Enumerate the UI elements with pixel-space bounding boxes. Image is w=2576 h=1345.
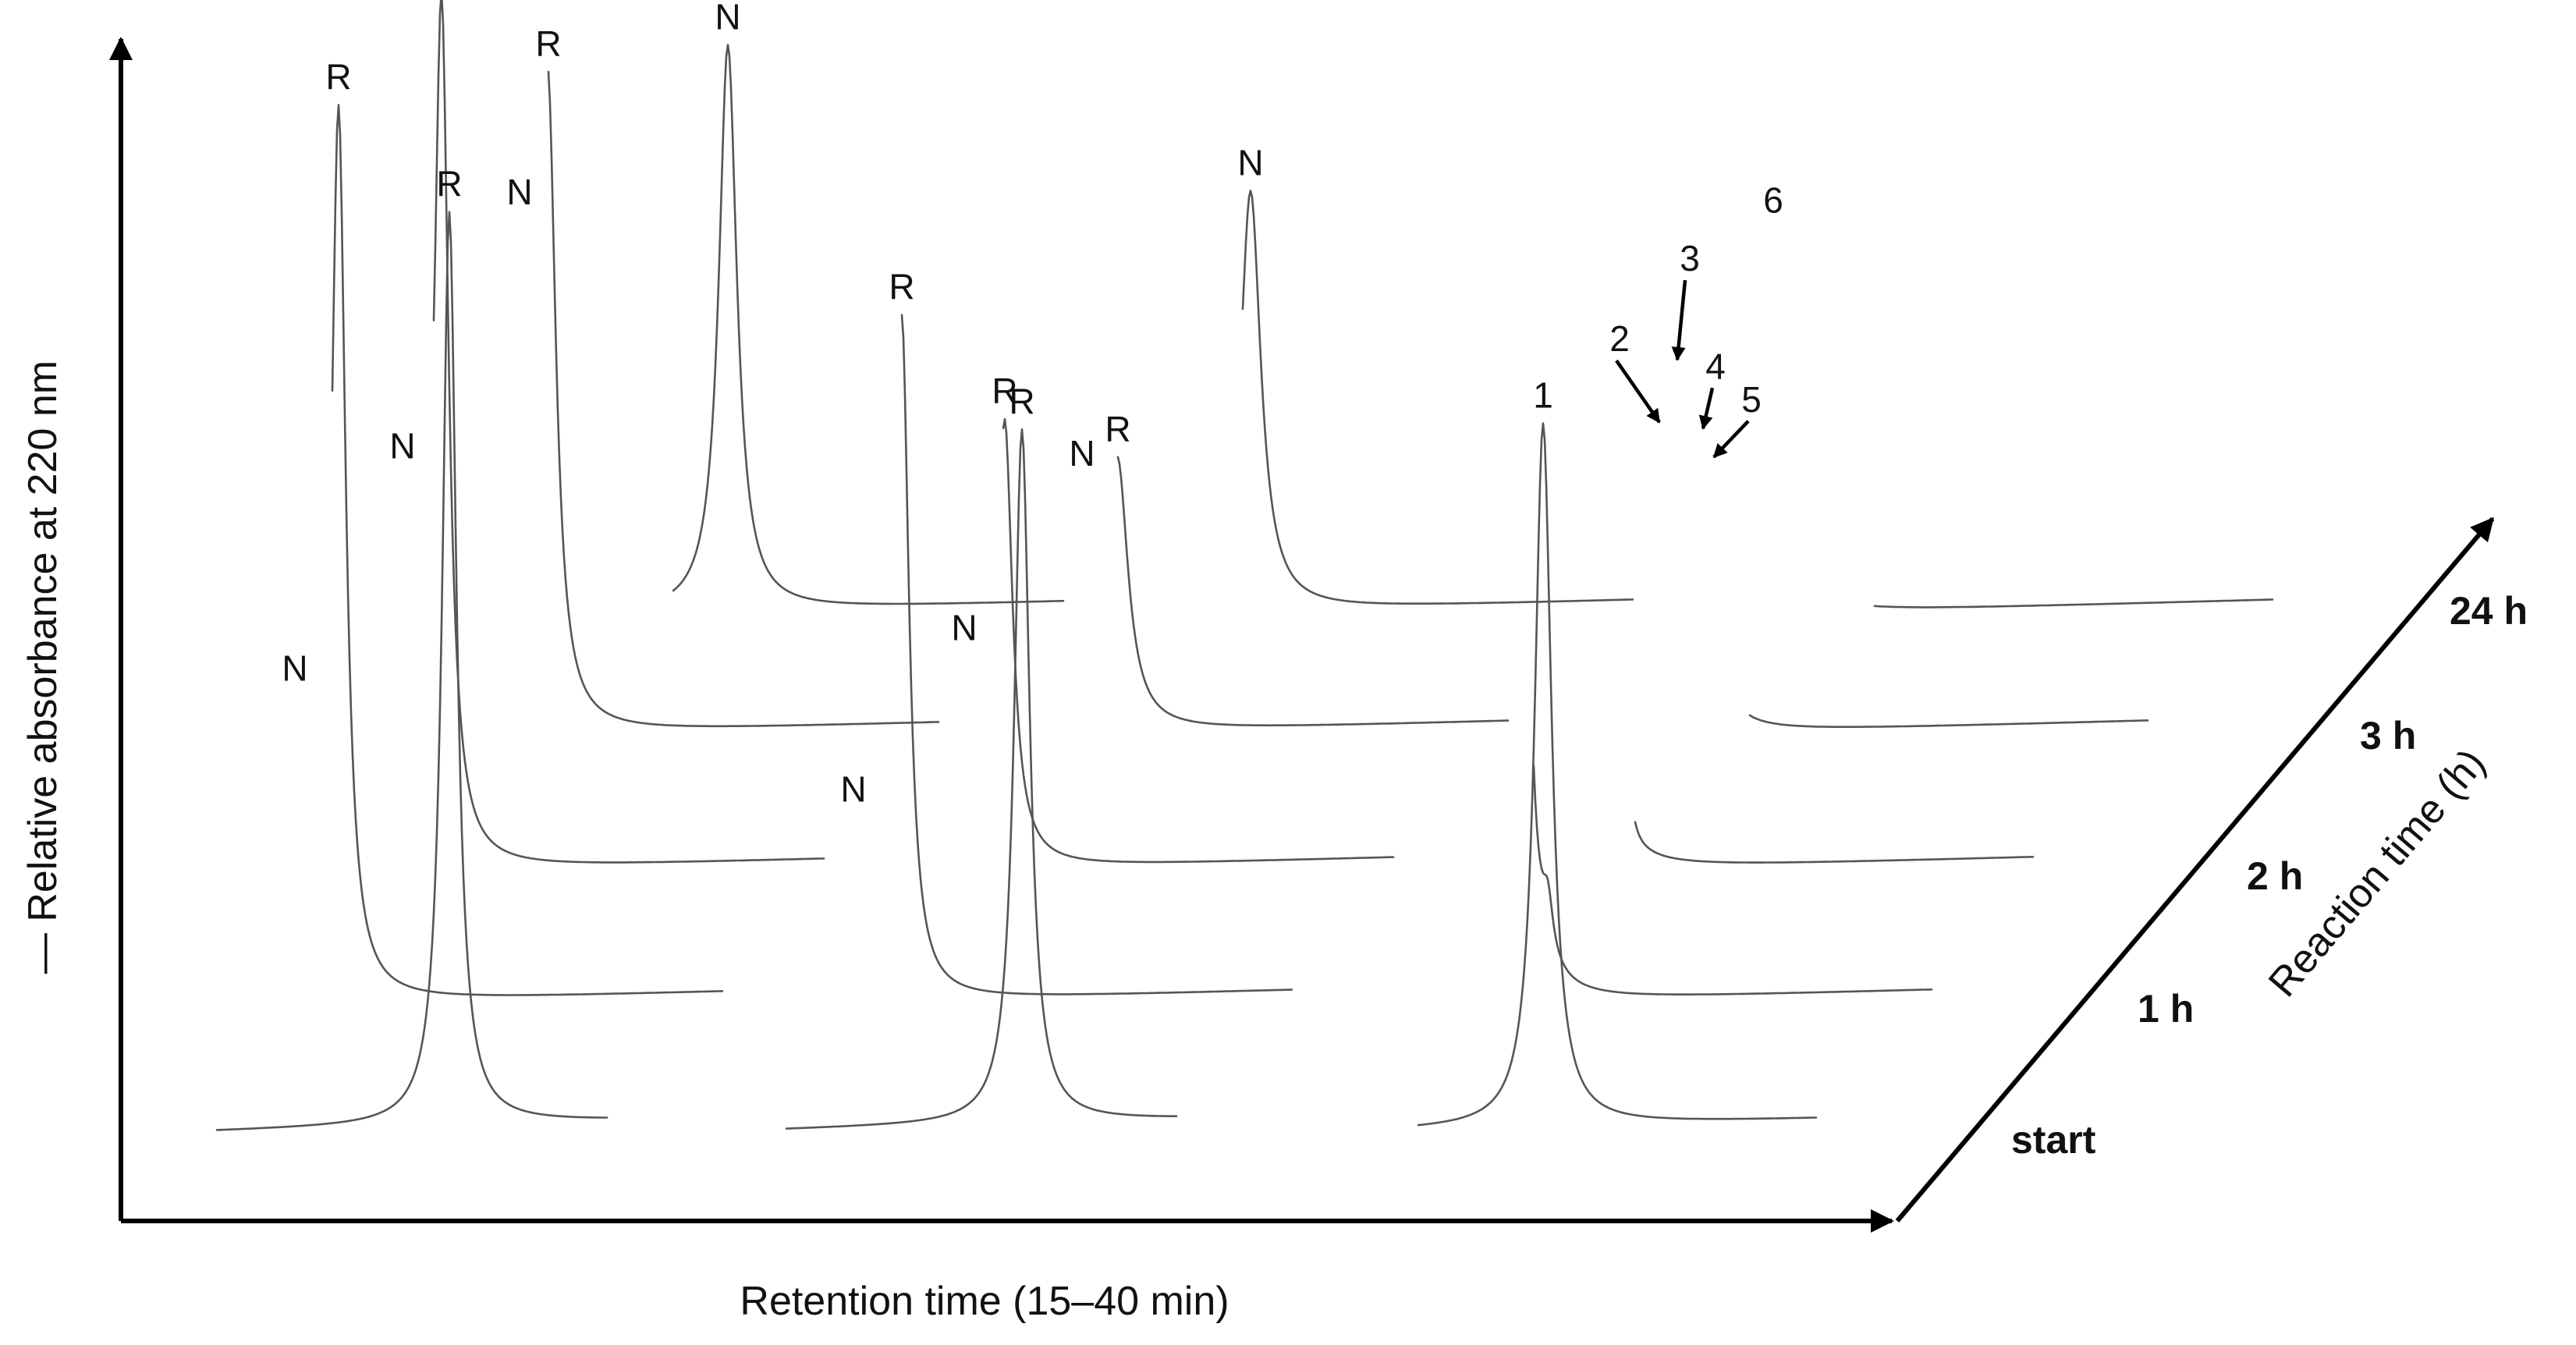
- y-axis-title: — Relative absorbance at 220 nm: [20, 360, 66, 974]
- chromatogram-trace-panel1-24h: [672, 44, 1065, 605]
- chromatogram-trace-panel2-3h: [1116, 456, 1510, 727]
- peak-label: N: [389, 425, 415, 466]
- chromatogram-trace-panel2-1h: [900, 314, 1293, 995]
- peak-label: 4: [1705, 346, 1726, 386]
- peak-label: R: [535, 23, 561, 64]
- peak-label: 2: [1609, 318, 1630, 359]
- peak-label: N: [506, 172, 532, 212]
- chromatogram-trace-panel3-start: [1417, 422, 1818, 1127]
- reaction-time-label-1h: 1 h: [2138, 987, 2194, 1031]
- peak-label: R: [436, 164, 462, 204]
- peak-label: N: [840, 768, 866, 809]
- peak-label: N: [951, 608, 977, 648]
- peak-arrow: [1698, 387, 1715, 431]
- peak-arrow: [1671, 279, 1687, 361]
- peak-arrow-layer: [1615, 279, 1750, 459]
- chromatogram-trace-panel3-3h: [1748, 714, 2149, 728]
- chromatogram-trace-panel3-1h: [1532, 765, 1933, 995]
- x-axis-title: Retention time (15–40 min): [740, 1279, 1229, 1324]
- peak-label: R: [992, 371, 1017, 411]
- peak-label: N: [1237, 143, 1263, 183]
- peak-label: R: [1105, 409, 1130, 449]
- chromatogram-trace-panel2-start: [785, 428, 1178, 1130]
- peak-arrow: [1712, 420, 1750, 459]
- peak-label: N: [715, 0, 740, 37]
- chromatogram-trace-panel1-start: [215, 211, 609, 1131]
- trace-layer: [215, 0, 2274, 1131]
- chromatogram-trace-panel1-2h: [432, 0, 825, 864]
- peak-label: 6: [1763, 180, 1783, 221]
- chromatogram-trace-panel1-3h: [547, 70, 940, 728]
- peak-label: R: [1009, 381, 1034, 421]
- peak-arrow: [1615, 359, 1661, 424]
- peak-label: N: [282, 648, 307, 688]
- peak-label: R: [325, 56, 351, 97]
- chromatogram-trace-panel2-2h: [1002, 417, 1395, 864]
- reaction-time-axis-line: [1895, 516, 2495, 1223]
- chromatogram-trace-panel1-1h: [331, 104, 724, 996]
- peak-label: N: [1069, 433, 1095, 474]
- peak-label-layer: RNRNRNRNRNRNRNRN123456: [282, 0, 1783, 809]
- peak-label: 3: [1680, 238, 1700, 279]
- chromatogram-trace-panel3-24h: [1873, 598, 2274, 609]
- chromatogram-trace-panel2-24h: [1241, 190, 1634, 605]
- reaction-time-label-24h: 24 h: [2450, 589, 2528, 633]
- reaction-time-label-2h: 2 h: [2247, 854, 2303, 898]
- reaction-time-label-start: start: [2011, 1118, 2096, 1162]
- chromatogram-trace-panel3-2h: [1634, 821, 2035, 864]
- reaction-time-label-3h: 3 h: [2360, 714, 2416, 758]
- peak-label: R: [889, 267, 914, 307]
- peak-label: 1: [1533, 375, 1553, 416]
- peak-label: 5: [1741, 379, 1762, 420]
